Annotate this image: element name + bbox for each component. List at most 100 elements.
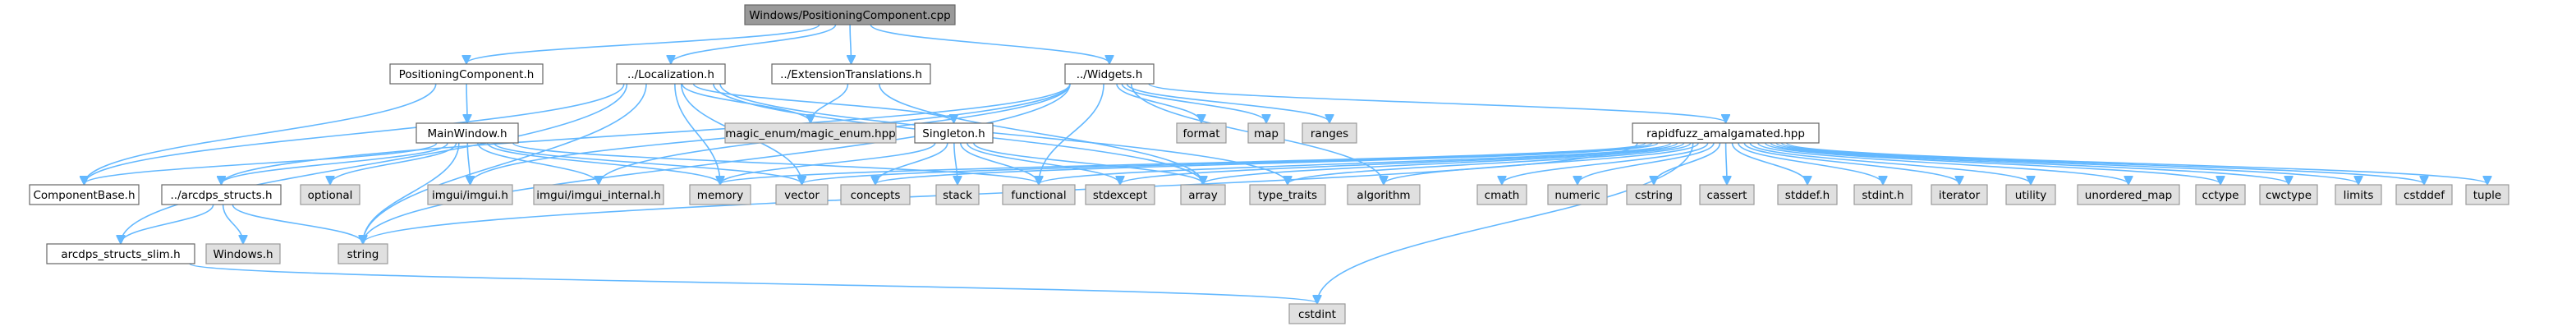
edge-widgets_h-to-rapidfuzz_hpp	[1148, 83, 1726, 122]
edge-mainwindow_h-to-arcdps_structs_h	[222, 142, 448, 184]
node-label: stdint.h	[1862, 189, 1903, 202]
node-singleton-h[interactable]: Singleton.h	[914, 122, 994, 144]
node-label: ranges	[1311, 127, 1348, 140]
node-iterator: iterator	[1931, 184, 1988, 205]
node-box	[2259, 184, 2318, 205]
edge-rapidfuzz_hpp-to-cstdint	[1317, 142, 1694, 303]
node-label: type_traits	[1258, 189, 1317, 202]
node-utility: utility	[2005, 184, 2056, 205]
node-box	[935, 184, 980, 205]
node-string: string	[337, 243, 388, 264]
edge-mainwindow_h-to-memory	[486, 142, 720, 184]
node-vector: vector	[775, 184, 829, 205]
node-label: numeric	[1554, 189, 1600, 202]
node-label: string	[347, 248, 379, 261]
node-positioning-h[interactable]: PositioningComponent.h	[389, 63, 544, 85]
node-label: stddef.h	[1785, 189, 1830, 202]
edge-rapidfuzz_hpp-to-concepts	[875, 142, 1659, 184]
node-box	[1699, 184, 1755, 205]
edge-widgets_h-to-arcdps_structs_h	[222, 83, 1071, 184]
node-label: memory	[697, 189, 743, 202]
node-arcdps-structs-h[interactable]: ../arcdps_structs.h	[161, 184, 282, 205]
edge-rapidfuzz_hpp-to-string	[363, 142, 1638, 243]
node-map: map	[1247, 122, 1285, 144]
node-label: optional	[308, 189, 353, 202]
node-rapidfuzz-hpp[interactable]: rapidfuzz_amalgamated.hpp	[1632, 122, 1820, 144]
node-box	[1302, 122, 1357, 144]
node-widgets-h[interactable]: ../Widgets.h	[1064, 63, 1155, 85]
node-label: tuple	[2473, 189, 2501, 202]
node-cassert: cassert	[1699, 184, 1755, 205]
edge-rapidfuzz_hpp-to-stddef_h	[1731, 142, 1807, 184]
edge-rapidfuzz_hpp-to-cctype	[1764, 142, 2220, 184]
node-box	[300, 184, 360, 205]
node-box	[46, 243, 195, 264]
node-label: iterator	[1939, 189, 1981, 202]
edge-widgets_h-to-string	[363, 83, 1071, 243]
node-stdint-h: stdint.h	[1853, 184, 1912, 205]
node-windows-h: Windows.h	[205, 243, 281, 264]
node-box	[161, 184, 282, 205]
edge-rapidfuzz_hpp-to-stdint_h	[1738, 142, 1883, 184]
node-label: Windows.h	[213, 248, 273, 261]
node-box	[29, 184, 140, 205]
edge-extension_translations_h-to-array	[878, 83, 1203, 184]
node-algorithm: algorithm	[1347, 184, 1421, 205]
node-cstring: cstring	[1626, 184, 1682, 205]
edge-root-to-extension_translations_h	[850, 24, 851, 63]
node-box	[337, 243, 388, 264]
node-box	[616, 63, 726, 85]
edge-localization_h-to-singleton_h	[692, 83, 954, 122]
node-label: utility	[2015, 189, 2046, 202]
node-box	[1176, 122, 1227, 144]
file-nodes: Windows/PositioningComponent.cppPosition…	[29, 4, 2509, 324]
node-label: imgui/imgui.h	[432, 189, 508, 202]
node-arcdps-structs-slim-h[interactable]: arcdps_structs_slim.h	[46, 243, 195, 264]
edge-rapidfuzz_hpp-to-utility	[1749, 142, 2031, 184]
node-extension-translations-h[interactable]: ../ExtensionTranslations.h	[771, 63, 931, 85]
node-componentbase-h[interactable]: ComponentBase.h	[29, 184, 140, 205]
edge-singleton_h-to-memory	[720, 142, 936, 184]
node-box	[2195, 184, 2246, 205]
node-label: concepts	[851, 189, 901, 202]
node-format: format	[1176, 122, 1227, 144]
node-stdexcept: stdexcept	[1085, 184, 1155, 205]
node-box	[533, 184, 664, 205]
edge-rapidfuzz_hpp-to-type_traits	[1288, 142, 1692, 184]
node-box	[427, 184, 513, 205]
node-label: cctype	[2202, 189, 2239, 202]
node-optional: optional	[300, 184, 360, 205]
node-label: limits	[2344, 189, 2374, 202]
node-label: magic_enum/magic_enum.hpp	[725, 127, 896, 140]
edge-root-to-widgets_h	[870, 24, 1109, 63]
node-localization-h[interactable]: ../Localization.h	[616, 63, 726, 85]
node-label: stdexcept	[1093, 189, 1147, 202]
node-mainwindow-h[interactable]: MainWindow.h	[416, 122, 519, 144]
edge-extension_translations_h-to-magic_enum_hpp	[810, 83, 849, 122]
node-unordered-map: unordered_map	[2077, 184, 2180, 205]
edge-localization_h-to-string	[363, 83, 647, 243]
node-label: unordered_map	[2085, 189, 2172, 202]
edge-localization_h-to-memory	[674, 83, 720, 184]
edge-mainwindow_h-to-string	[363, 142, 460, 243]
node-box	[1853, 184, 1912, 205]
edge-rapidfuzz_hpp-to-unordered_map	[1756, 142, 2128, 184]
edge-rapidfuzz_hpp-to-array	[1203, 142, 1685, 184]
node-root[interactable]: Windows/PositioningComponent.cpp	[744, 4, 956, 25]
edge-rapidfuzz_hpp-to-stdexcept	[1120, 142, 1678, 184]
edge-localization_h-to-arcdps_structs_slim_h	[121, 83, 628, 243]
node-box	[1931, 184, 1988, 205]
node-label: arcdps_structs_slim.h	[61, 248, 180, 261]
node-concepts: concepts	[840, 184, 911, 205]
edge-rapidfuzz_hpp-to-cstddef	[1780, 142, 2424, 184]
edge-rapidfuzz_hpp-to-cmath	[1502, 142, 1709, 184]
edge-widgets_h-to-ranges	[1126, 83, 1329, 122]
edge-rapidfuzz_hpp-to-iterator	[1743, 142, 1959, 184]
node-imgui-h: imgui/imgui.h	[427, 184, 513, 205]
node-box	[1626, 184, 1682, 205]
node-box	[1249, 184, 1326, 205]
node-label: array	[1188, 189, 1217, 202]
edge-rapidfuzz_hpp-to-cstring	[1654, 142, 1721, 184]
edge-rapidfuzz_hpp-to-vector	[802, 142, 1653, 184]
